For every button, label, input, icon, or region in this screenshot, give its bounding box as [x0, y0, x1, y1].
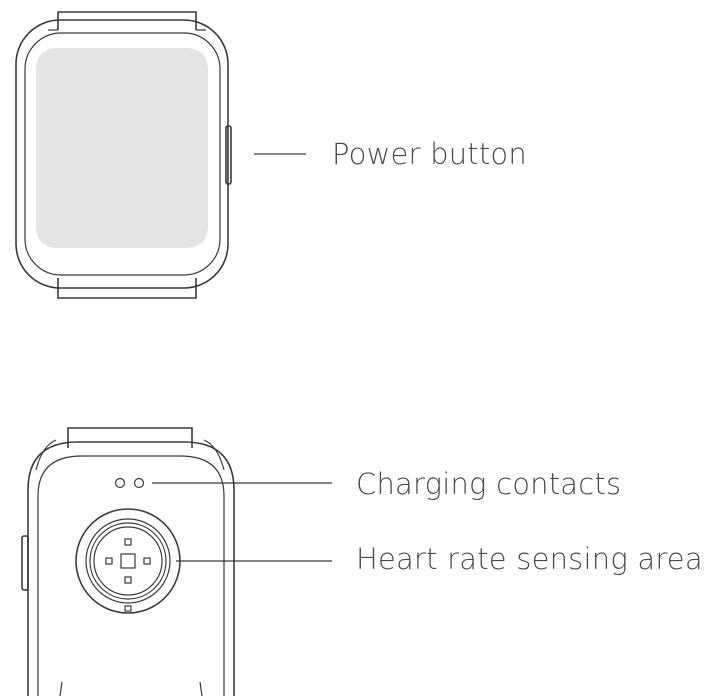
back-bottom-strap: [59, 681, 203, 696]
sensor-bottom: [124, 576, 132, 584]
charging-contact-left: [114, 477, 126, 489]
sensor-left: [105, 557, 113, 565]
front-screen: [36, 48, 208, 248]
front-inner-bezel: [24, 32, 221, 276]
back-side-button: [21, 535, 29, 591]
sensor-center: [120, 553, 136, 569]
sensor-ring-3: [89, 522, 167, 600]
back-top-strap: [67, 427, 193, 448]
sensor-ring-2: [85, 518, 171, 604]
watch-back-view: [21, 427, 332, 696]
front-top-strap: [57, 11, 197, 30]
watch-front-view: [15, 11, 306, 299]
sensor-right: [143, 557, 151, 565]
sensor-outer-ring: [75, 508, 181, 614]
front-outer-case: [15, 19, 229, 289]
sensor-notch: [124, 605, 132, 612]
sensor-top: [124, 538, 132, 546]
power-button: [225, 125, 232, 185]
heart-rate-label: Heart rate sensing area: [356, 542, 703, 576]
charging-contacts-label: Charging contacts: [356, 467, 622, 501]
charging-contact-right: [133, 477, 145, 489]
back-outer-case: [27, 441, 235, 696]
back-inner-case: [37, 455, 225, 696]
power-button-label: Power button: [332, 137, 527, 171]
sensor-ring-4: [93, 526, 163, 596]
back-strap-right-curve: [203, 439, 225, 471]
